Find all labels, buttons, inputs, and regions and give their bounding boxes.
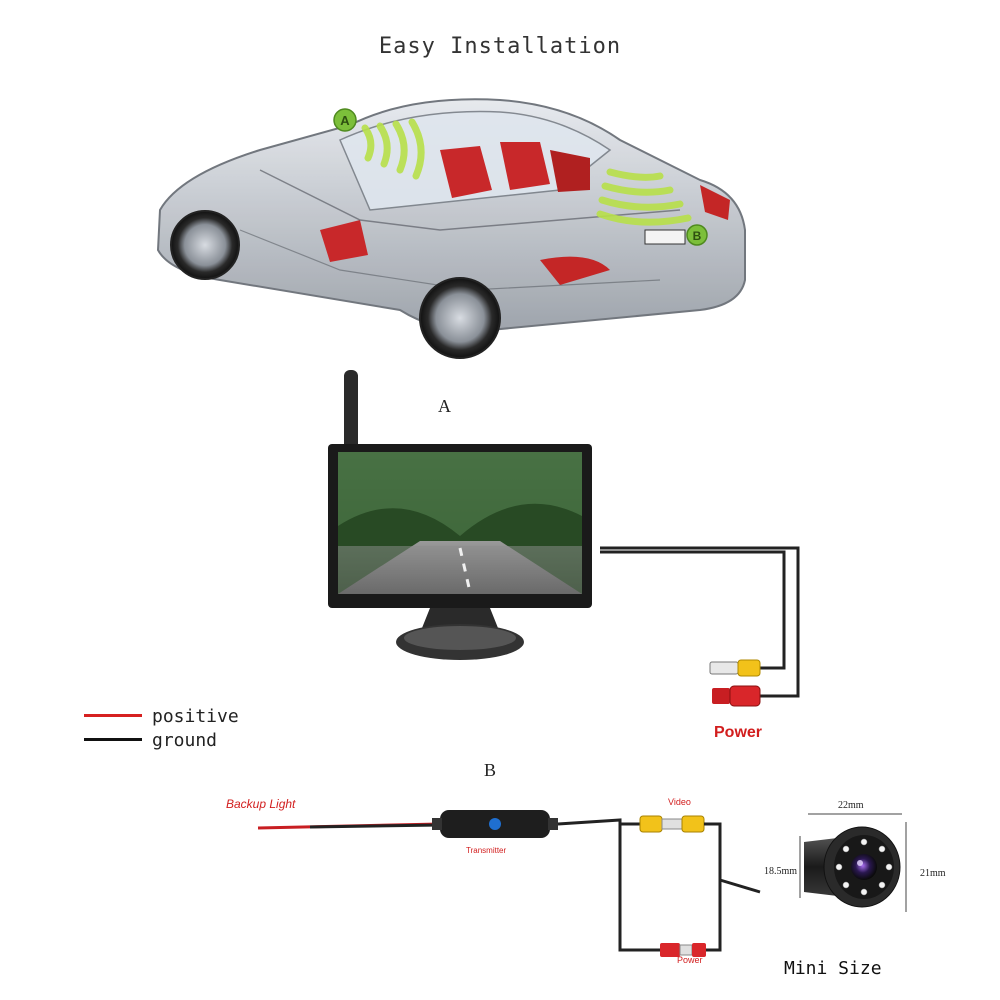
transmitter-led-icon [489,818,501,830]
tail-light [700,185,730,220]
seat [440,146,492,198]
backup-light-label: Backup Light [226,797,296,811]
camera-lens-label: 18.5mm [764,866,798,877]
transmitter-wiring [257,810,761,957]
legend-ground-swatch [84,738,142,741]
seat [500,142,550,190]
mount-neck [422,608,498,628]
monitor-power-cable [600,546,800,707]
svg-text:A: A [340,113,350,128]
video-label: Video [668,797,691,807]
license-plate [644,229,686,245]
seat [550,150,590,192]
rca-connector-yellow [709,659,761,677]
section-a-label: A [438,396,451,416]
seat [320,220,368,262]
camera-width-label: 22mm [838,800,864,811]
rear-wheel [419,277,501,359]
antenna [344,370,358,450]
power-label-a: Power [714,724,763,741]
legend-ground-label: ground [152,730,218,751]
legend-positive-label: positive [152,706,239,727]
tail-light [540,256,610,285]
transmitter-box [432,810,558,838]
power-label-b: Power [677,955,703,965]
video-connector [639,815,705,833]
marker-b: B [686,224,708,246]
led-ring [835,838,893,896]
page-title: Easy Installation [378,34,622,59]
signal-waves-a [361,118,425,180]
transmitter-label: Transmitter [466,846,507,855]
legend-positive-swatch [84,714,142,717]
monitor-screen [338,452,582,594]
car-illustration: A B [156,98,746,359]
power-connector [660,943,706,957]
monitor [328,370,592,660]
mini-size-caption: Mini Size [784,958,882,979]
camera-lens [851,854,877,880]
camera [799,813,907,912]
power-connector-red [712,685,761,707]
camera-height-label: 21mm [920,868,946,879]
front-wheel [170,210,240,280]
signal-waves-b [596,168,692,226]
marker-a: A [333,108,357,132]
svg-text:B: B [693,229,702,243]
section-b-label: B [484,760,497,780]
